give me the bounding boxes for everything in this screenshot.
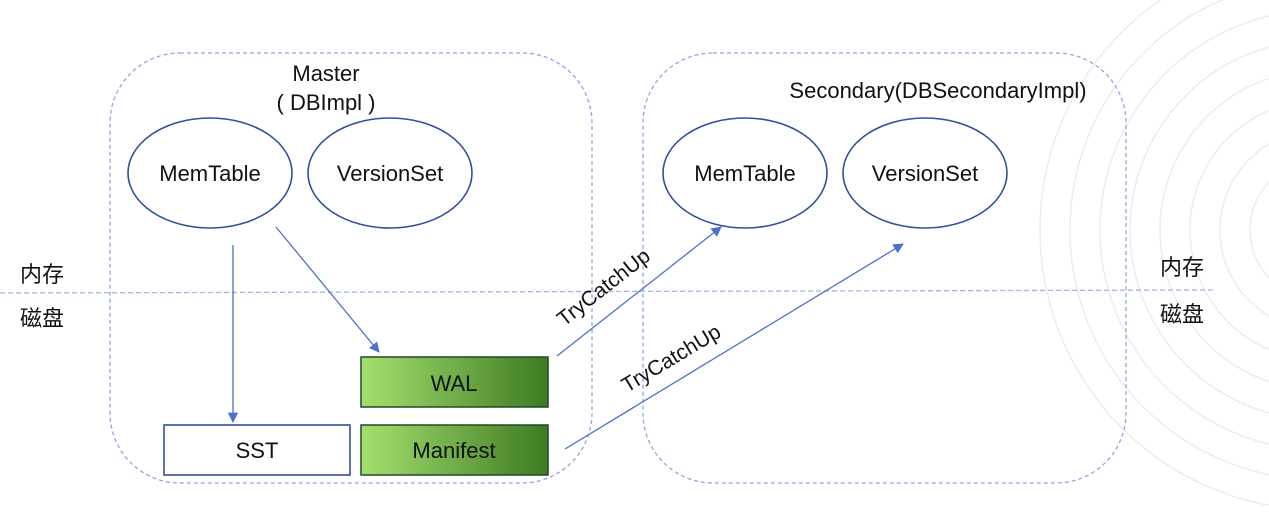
manifest-to-secondary-versionset-arrow	[564, 243, 904, 450]
secondary-versionset-node	[842, 117, 1008, 229]
decorative-background-rings	[1039, 0, 1269, 507]
master-title: Master	[292, 61, 359, 86]
wal-to-secondary-memtable-arrow	[556, 226, 722, 357]
secondary-versionset-label: VersionSet	[872, 161, 978, 186]
memory-label-left: 内存	[20, 263, 64, 288]
wal-box	[360, 356, 549, 408]
sst-box	[163, 424, 351, 476]
manifest-label: Manifest	[412, 438, 495, 463]
trycatchup-label-manifest: TryCatchUp	[618, 320, 725, 397]
secondary-title: Secondary(DBSecondaryImpl)	[789, 78, 1086, 103]
master-subtitle: ( DBImpl )	[277, 90, 376, 115]
memory-label-right: 内存	[1160, 256, 1204, 281]
secondary-group-box	[642, 52, 1127, 484]
wal-label: WAL	[431, 371, 478, 396]
master-memtable-node	[127, 117, 293, 229]
master-memtable-label: MemTable	[159, 161, 260, 186]
master-versionset-node	[307, 117, 473, 229]
memory-disk-divider-line	[0, 289, 1214, 294]
trycatchup-label-wal: TryCatchUp	[553, 244, 655, 331]
master-versionset-label: VersionSet	[337, 161, 443, 186]
manifest-box	[360, 424, 549, 476]
disk-label-left: 磁盘	[20, 307, 64, 332]
secondary-memtable-label: MemTable	[694, 161, 795, 186]
sst-label: SST	[236, 438, 279, 463]
memtable-to-wal-arrow	[275, 226, 380, 353]
master-group-box	[109, 52, 593, 484]
secondary-memtable-node	[662, 117, 828, 229]
disk-label-right: 磁盘	[1160, 303, 1204, 328]
